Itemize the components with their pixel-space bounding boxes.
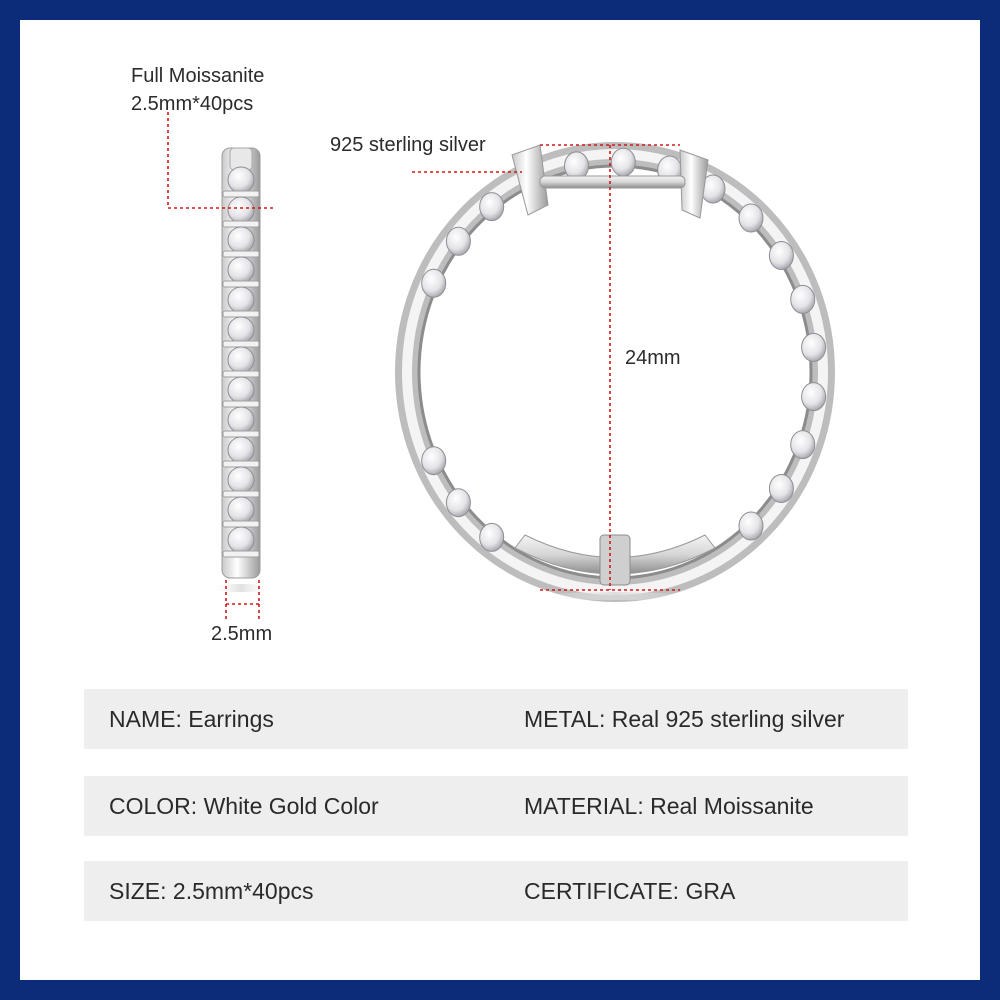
side-gem bbox=[227, 466, 255, 494]
width-dimension-label: 2.5mm bbox=[211, 623, 273, 645]
side-gem bbox=[227, 316, 255, 344]
moissanite-title-label: Full Moissanite bbox=[131, 65, 265, 87]
earring-side-view bbox=[209, 147, 273, 592]
height-dimension-label: 24mm bbox=[625, 347, 681, 369]
spec-material: MATERIAL: Real Moissanite bbox=[524, 793, 814, 819]
side-prong bbox=[222, 490, 260, 498]
hoop-gem bbox=[421, 446, 447, 476]
hoop-gem bbox=[445, 226, 471, 256]
side-gem bbox=[227, 496, 255, 524]
spec-size: SIZE: 2.5mm*40pcs bbox=[109, 878, 314, 904]
hoop-gem bbox=[768, 474, 794, 503]
side-prong bbox=[222, 310, 260, 318]
side-gem bbox=[227, 526, 255, 554]
side-gem bbox=[227, 406, 255, 434]
spec-metal: METAL: Real 925 sterling silver bbox=[524, 706, 845, 732]
spec-certificate: CERTIFICATE: GRA bbox=[524, 878, 736, 904]
hoop-gem bbox=[768, 241, 794, 270]
side-prong bbox=[222, 460, 260, 468]
side-prong bbox=[222, 190, 260, 198]
hoop-gem bbox=[445, 488, 471, 518]
hoop-gem bbox=[801, 332, 827, 362]
moissanite-leader-line bbox=[167, 112, 275, 209]
side-gem bbox=[227, 196, 255, 224]
side-gem bbox=[227, 256, 255, 284]
earring-front-view bbox=[395, 142, 835, 602]
side-prong bbox=[222, 550, 260, 558]
hoop-gem bbox=[790, 284, 816, 314]
side-gem bbox=[227, 166, 255, 194]
hoop-gem bbox=[421, 268, 447, 298]
side-prong bbox=[222, 250, 260, 258]
spec-color: COLOR: White Gold Color bbox=[109, 793, 379, 819]
hoop-gem bbox=[738, 203, 764, 233]
spec-row-color-material: COLOR: White Gold Color MATERIAL: Real M… bbox=[84, 776, 908, 836]
hoop-gem bbox=[801, 382, 827, 412]
side-prong bbox=[222, 370, 260, 378]
side-gem bbox=[227, 226, 255, 254]
metal-callout-label: 925 sterling silver bbox=[330, 134, 486, 156]
spec-name: NAME: Earrings bbox=[109, 706, 274, 732]
hoop-gem bbox=[738, 511, 764, 541]
dimension-lines bbox=[167, 112, 680, 622]
side-gem bbox=[227, 376, 255, 404]
side-prong bbox=[222, 400, 260, 408]
side-prong bbox=[222, 220, 260, 228]
spec-row-size-certificate: SIZE: 2.5mm*40pcs CERTIFICATE: GRA bbox=[84, 861, 908, 921]
side-gem bbox=[227, 346, 255, 374]
hoop-gem bbox=[479, 192, 505, 222]
side-prong bbox=[222, 520, 260, 528]
side-gem bbox=[227, 436, 255, 464]
hoop-gem bbox=[479, 522, 505, 552]
side-prong bbox=[222, 340, 260, 348]
side-prong bbox=[222, 280, 260, 288]
spec-row-name-metal: NAME: Earrings METAL: Real 925 sterling … bbox=[84, 689, 908, 749]
side-prong bbox=[222, 430, 260, 438]
hoop-gem bbox=[610, 147, 636, 177]
hoop-gem bbox=[790, 430, 816, 460]
moissanite-spec-label: 2.5mm*40pcs bbox=[131, 93, 254, 115]
side-gem bbox=[227, 286, 255, 314]
